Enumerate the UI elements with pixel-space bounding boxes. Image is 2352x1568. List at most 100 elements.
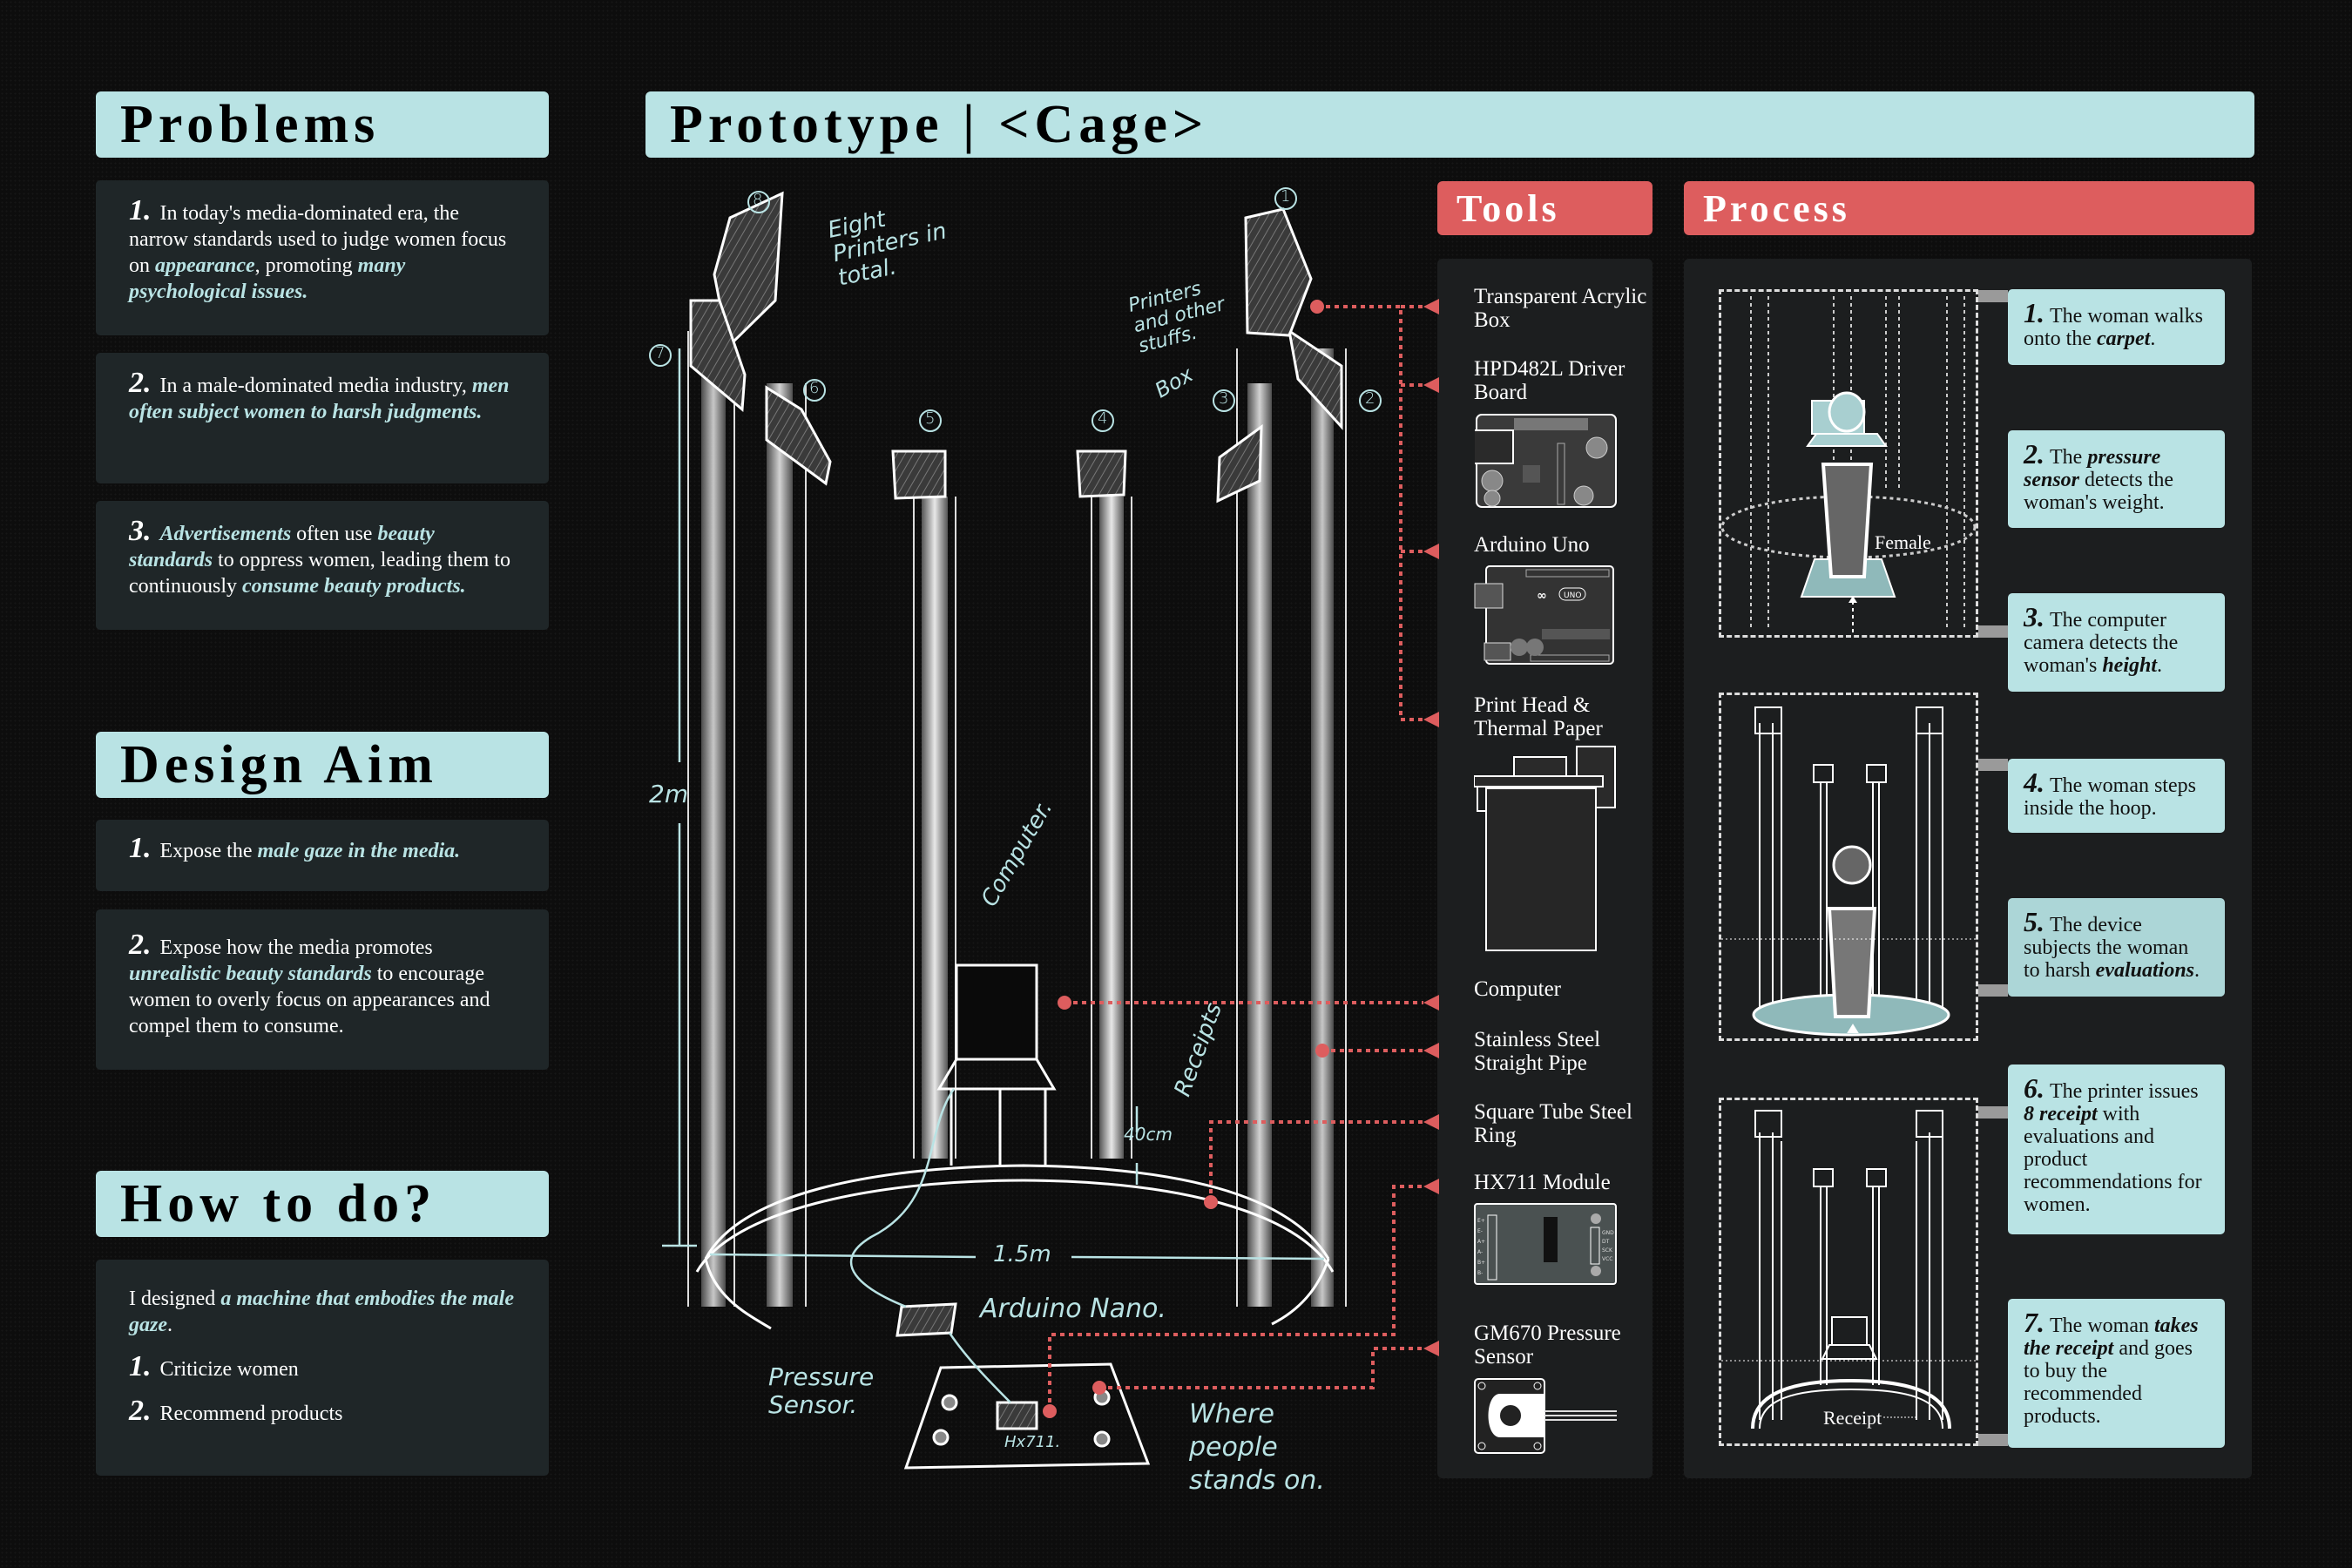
- process-diagram-2: [1719, 693, 1978, 1041]
- steel-ring: [695, 1164, 1335, 1330]
- process-step-1: 1.The woman walks onto the carpet.: [2008, 289, 2225, 365]
- emphasis-text: unrealistic beauty standards: [129, 963, 372, 985]
- computer-screen: [955, 963, 1038, 1061]
- arduino-uno-icon: ∞ UNO: [1474, 565, 1614, 665]
- tools-title: Tools: [1456, 186, 1560, 230]
- process-step-5: 5.The device subjects the woman to harsh…: [2008, 898, 2225, 997]
- item-number: 2.: [129, 1395, 152, 1427]
- process-step-7: 7.The woman takes the receipt and goes t…: [2008, 1299, 2225, 1448]
- printer-box-4: [1076, 449, 1127, 498]
- body-text: The woman: [2050, 1315, 2154, 1337]
- process-diagram-3: [1719, 1098, 1978, 1446]
- step-number: 6.: [2024, 1072, 2044, 1104]
- hx711-pin-label: DT: [1602, 1239, 1610, 1245]
- process-title: Process: [1703, 186, 1850, 230]
- printer-number-5: 5: [925, 409, 936, 428]
- tool-arduino-uno: Arduino Uno: [1474, 533, 1590, 557]
- printer-number-3: 3: [1219, 389, 1229, 408]
- body-text: The woman walks onto the: [2024, 305, 2203, 350]
- step-number: 4.: [2024, 767, 2044, 798]
- problems-header: Problems: [96, 91, 549, 158]
- tools-header: Tools: [1437, 181, 1652, 235]
- pole: [701, 348, 726, 1307]
- how-to-item-1: 1.Criticize women: [129, 1352, 516, 1382]
- pressure-sensor-icon: [1474, 1378, 1617, 1454]
- process-diagram-1: [1719, 289, 1978, 638]
- how-to-item-2: 2. Recommend products: [129, 1395, 516, 1427]
- problem-card-2: 2.In a male-dominated media industry, me…: [96, 353, 549, 483]
- item-number: 3.: [129, 515, 152, 547]
- item-text: Recommend products: [159, 1402, 343, 1425]
- emphasis-text: 8 receipt: [2024, 1103, 2098, 1125]
- tool-thermal-printer: Print Head & Thermal Paper: [1474, 693, 1603, 740]
- step-connector: [1978, 625, 2008, 638]
- tool-acrylic-box: Transparent Acrylic Box: [1474, 285, 1647, 332]
- tool-computer: Computer: [1474, 977, 1561, 1001]
- label-hx711: Hx711.: [1004, 1433, 1061, 1451]
- printer-box-5: [891, 449, 947, 500]
- arrow-icon: [1423, 1114, 1439, 1130]
- body-text: The computer camera detects the woman's: [2024, 609, 2179, 677]
- how-to-do-intro: I designed a machine that embodies the m…: [129, 1286, 516, 1338]
- tool-anchor-dots: [1043, 300, 1329, 1418]
- printer-number-1: 1: [1281, 187, 1291, 206]
- step-number: 7.: [2024, 1307, 2044, 1338]
- item-text: Criticize women: [159, 1358, 299, 1381]
- body-text: Expose the: [159, 840, 258, 862]
- body-text: The: [2050, 446, 2088, 469]
- steel-poles: [687, 331, 1347, 1307]
- printer-box-1: [1244, 207, 1313, 337]
- item-number: 1.: [129, 194, 152, 226]
- problem-card-1: 1.In today's media-dominated era, the na…: [96, 180, 549, 335]
- emphasis-text: many psychological issues.: [129, 254, 406, 303]
- tool-steel-ring: Square Tube Steel Ring: [1474, 1100, 1632, 1147]
- step-number: 2.: [2024, 438, 2044, 470]
- emphasis-text: beauty standards: [129, 523, 435, 571]
- printer-box-6: [765, 385, 832, 486]
- arrow-icon: [1423, 995, 1439, 1010]
- body-text: .: [167, 1314, 172, 1336]
- pole: [922, 497, 948, 1159]
- body-text: .: [2150, 328, 2156, 350]
- printer-number-markers: [649, 187, 1382, 432]
- emphasis-text: takes the receipt: [2024, 1315, 2199, 1360]
- hx711-pin-label: VCC: [1602, 1256, 1612, 1262]
- arduino-nano-sketch: [896, 1302, 957, 1337]
- pole: [767, 383, 793, 1307]
- problems-title: Problems: [120, 94, 381, 154]
- hx711-pin-label: SCK: [1602, 1247, 1613, 1254]
- body-text: The woman steps inside the hoop.: [2024, 774, 2196, 820]
- printer-box-7: [689, 299, 747, 413]
- design-aim-card-1: 1.Expose the male gaze in the media.: [96, 820, 549, 891]
- process-step-2: 2. The pressure sensor detects the woman'…: [2008, 430, 2225, 528]
- hx711-pin-label: A+: [1477, 1239, 1485, 1245]
- printer-box-3: [1216, 423, 1263, 504]
- emphasis-text: appearance: [155, 254, 255, 277]
- uno-board-text: UNO: [1564, 591, 1581, 600]
- printer-boxes: [689, 191, 1343, 504]
- printer-number-6: 6: [809, 379, 820, 397]
- arrow-icon: [1423, 1341, 1439, 1356]
- step-connector: [1978, 759, 2008, 771]
- standing-platform: [903, 1362, 1151, 1470]
- label-width-1-5m: 1.5m: [993, 1241, 1051, 1267]
- body-text: with evaluations and product recommendat…: [2024, 1103, 2202, 1216]
- emphasis-text: evaluations: [2095, 959, 2194, 982]
- body-text: The printer issues: [2050, 1080, 2199, 1103]
- step-connector: [1978, 290, 2008, 302]
- prototype-title: Prototype | <Cage>: [670, 94, 1209, 154]
- body-text: detects the woman's weight.: [2024, 469, 2173, 514]
- printer-number-4: 4: [1098, 409, 1108, 428]
- step-connector: [1978, 1106, 2008, 1119]
- emphasis-text: pressure sensor: [2024, 446, 2161, 491]
- hx711-pin-label: B+: [1477, 1260, 1485, 1266]
- tool-steel-pipe: Stainless Steel Straight Pipe: [1474, 1028, 1601, 1075]
- step-number: 1.: [2024, 297, 2044, 328]
- pole: [1099, 497, 1124, 1159]
- emphasis-text: Advertisements: [159, 523, 292, 545]
- item-number: 2.: [129, 929, 152, 961]
- arrow-icon: [1423, 377, 1439, 393]
- body-text: The device subjects the woman to harsh: [2024, 914, 2189, 982]
